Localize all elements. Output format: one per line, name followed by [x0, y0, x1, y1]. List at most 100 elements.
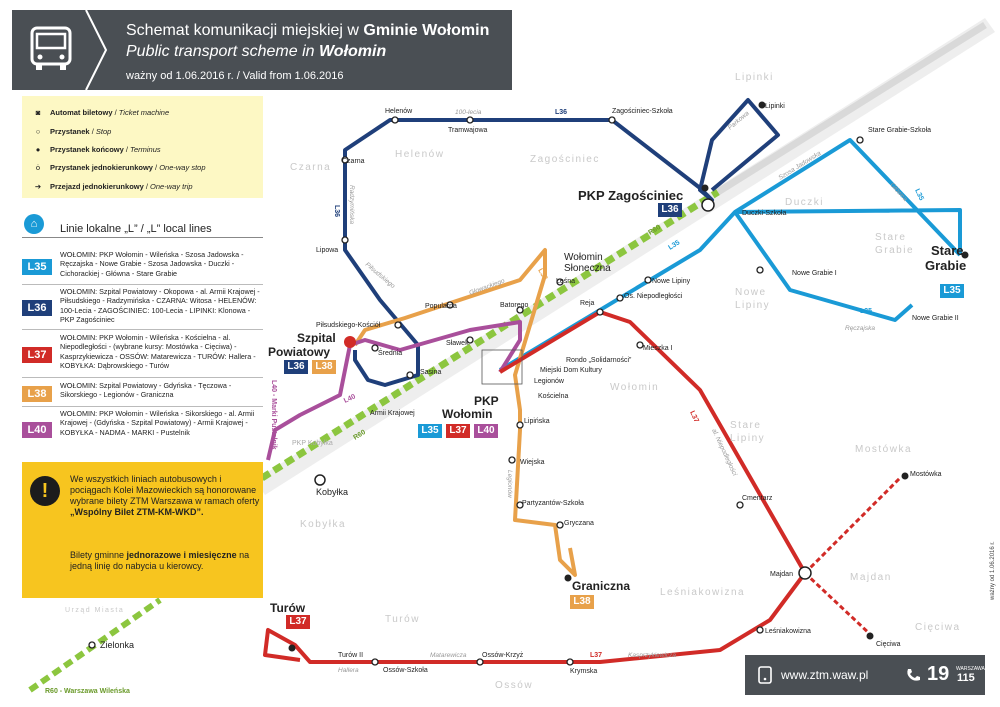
line-badge-l38: L38: [22, 386, 52, 402]
symbol-legend: ◙Automat biletowy / Ticket machine ○Przy…: [22, 96, 263, 198]
area-nowe-lipiny-2: Lipiny: [735, 300, 770, 311]
stop-duczki-szkola: Duczki-Szkoła: [742, 210, 786, 217]
area-urzad-miasta: Urząd Miasta: [65, 607, 124, 614]
stop-cmentarz: Cmentarz: [742, 495, 773, 502]
legend-terminus: ●Przystanek końcowy / Terminus: [32, 145, 161, 154]
area-mostowka: Mostówka: [855, 444, 912, 455]
badge-l35-stare-grabie: L35: [940, 284, 964, 298]
stop-wiejska: Wiejska: [520, 459, 545, 466]
stop-nowe-grabie-i: Nowe Grabie I: [792, 270, 837, 277]
bus-icon: [30, 26, 72, 70]
line-desc-l38: WOŁOMIN: Szpital Powiatowy - Gdyńska - T…: [60, 381, 232, 400]
stop-lipinska: Lipińska: [524, 418, 550, 425]
divider: [22, 284, 263, 285]
divider: [22, 329, 263, 330]
stop-lipowa: Lipowa: [316, 247, 338, 254]
terminal-stare-grabie-2: Grabie: [925, 258, 966, 273]
lbl-l37-bottom: L37: [590, 652, 602, 659]
stop-nowe-lipiny: Nowe Lipiny: [652, 278, 691, 285]
lbl-l35-bottom: L35: [860, 308, 872, 315]
ticket-machine-icon: ◙: [35, 108, 41, 117]
hotline-city: WARSZAWA: [956, 666, 985, 672]
phone-icon: [758, 666, 772, 684]
area-turow: Turów: [385, 614, 420, 625]
hotline-number: 19: [927, 663, 950, 685]
terminal-sloneczna-1: Wołomin: [564, 252, 603, 263]
area-czarna: Czarna: [290, 162, 331, 173]
stop-lesna: Leśna: [556, 278, 575, 285]
terminal-szpital-2: Powiatowy: [268, 345, 330, 359]
badge-l37-pkp-wolomin: L37: [446, 424, 470, 438]
street-legionow: Legionów: [506, 470, 513, 499]
route-l36: [343, 98, 780, 387]
stop-kobylka: Kobyłka: [316, 487, 348, 497]
route-l40: [266, 320, 522, 461]
stop-srednia: Średnia: [378, 348, 402, 357]
stop-stare-grabie-szkola: Stare Grabie-Szkoła: [868, 127, 931, 134]
rail-line-r60-north: [716, 22, 987, 195]
chevron-right-icon: [85, 10, 108, 90]
title-polish: Schemat komunikacji miejskiej w Gminie W…: [126, 22, 490, 39]
divider: [22, 377, 263, 378]
area-wolomin: Wołomin: [610, 382, 659, 393]
terminal-pkp-wolomin-2: Wołomin: [442, 407, 492, 421]
stop-zagosciniec-szkola: Zagościniec-Szkoła: [612, 108, 673, 115]
stop-mieszka: Mieszka I: [643, 345, 673, 352]
validity-note-vertical: ważny od 1.06.2016 r.: [990, 541, 996, 600]
area-ossow: Ossów: [495, 680, 533, 691]
area-lesniakowizna: Leśniakowizna: [660, 587, 745, 598]
stop-mdk: Miejski Dom Kultury: [540, 367, 602, 374]
pkp-wolomin-hub: [481, 349, 523, 385]
handset-icon: [907, 669, 920, 681]
terminal-turow: Turów: [270, 601, 306, 615]
line-desc-l40: WOŁOMIN: PKP Wołomin - Wileńska - Sikors…: [60, 409, 255, 437]
stop-reja: Reja: [580, 300, 595, 307]
exclamation-icon: !: [30, 476, 60, 506]
badge-l38-szpital: L38: [312, 360, 336, 374]
line-badge-l36: L36: [22, 300, 52, 316]
terminal-labels: PKP Zagościniec Stare Grabie Szpital Pow…: [268, 188, 966, 615]
stop-cieciwa: Cięciwa: [876, 641, 901, 648]
stop-rondo: Rondo „Solidarności”: [566, 357, 632, 364]
area-zagosciniec: Zagościniec: [530, 154, 600, 165]
terminal-sloneczna-2: Słoneczna: [564, 263, 611, 274]
badge-l40-pkp-wolomin: L40: [474, 424, 498, 438]
lbl-l40: L40: [343, 393, 357, 404]
terminus-markers: [288, 101, 969, 652]
badge-l37-turow: L37: [286, 615, 310, 629]
badge-l36-zagosciniec: L36: [658, 203, 682, 217]
stop-krymska: Krymska: [570, 668, 597, 675]
terminus-icon: ●: [35, 145, 41, 154]
route-l37-variant: [803, 476, 902, 638]
street-glowna: Główna: [889, 182, 909, 203]
bus-circle-icon: ⌂: [24, 214, 44, 234]
stop-markers: [88, 116, 864, 666]
legend-one-way-trip: ➔Przejazd jednokierunkowy / One-way trip: [32, 182, 193, 191]
lbl-l37-diag: L37: [688, 410, 699, 424]
pkp-zagosciniec-ring: [701, 198, 715, 212]
area-labels: Lipinki Helenów Czarna Zagościniec Duczk…: [65, 72, 959, 691]
ticket-info-box: ! We wszystkich liniach autobusowych i p…: [22, 462, 263, 598]
route-l38: [353, 248, 577, 577]
stop-icon: ○: [35, 127, 41, 136]
terminal-pkp-zagosciniec: PKP Zagościniec: [578, 188, 683, 203]
terminal-stare-grabie-1: Stare: [931, 243, 964, 258]
stop-helenow: Helenów: [385, 108, 413, 115]
stop-partyzantow: Partyzantów-Szkoła: [522, 500, 584, 507]
stop-lesniakowizna: Leśniakowizna: [765, 628, 811, 635]
terminal-graniczna: Graniczna: [572, 579, 630, 593]
stop-slawek: Sławek: [446, 340, 469, 347]
line-badge-l40: L40: [22, 422, 52, 438]
terminal-szpital-1: Szpital: [297, 331, 336, 345]
title-banner: Schemat komunikacji miejskiej w Gminie W…: [12, 10, 512, 90]
area-helenow: Helenów: [395, 149, 444, 160]
majdan-ring: [798, 566, 812, 580]
stop-koscielna: Kościelna: [538, 393, 568, 400]
stop-czarna: Czarna: [342, 158, 365, 165]
area-stare-lipiny-2: Lipiny: [730, 433, 765, 444]
area-duczki: Duczki: [785, 197, 824, 208]
line-badge-l35: L35: [22, 259, 52, 275]
ztm-website-link[interactable]: www.ztm.waw.pl: [781, 668, 869, 682]
badge-l35-pkp-wolomin: L35: [418, 424, 442, 438]
route-l37: [263, 310, 807, 664]
